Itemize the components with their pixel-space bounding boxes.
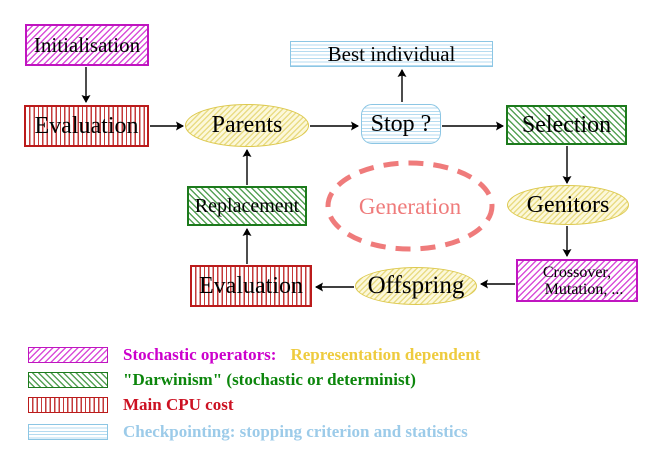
node-stop-test: Stop ? — [361, 104, 441, 144]
legend-swatch-cyan-stripes — [28, 424, 108, 440]
node-genitors: Genitors — [507, 185, 629, 225]
node-offspring: Offspring — [355, 267, 477, 305]
crossover-line1: Crossover, — [542, 263, 612, 281]
legend-label-cpu-cost: Main CPU cost — [123, 395, 234, 414]
node-parents: Parents — [185, 104, 309, 147]
node-evaluation-top: Evaluation — [24, 105, 149, 147]
node-evaluation-bottom: Evaluation — [190, 265, 312, 307]
legend-label-checkpointing: Checkpointing: stopping criterion and st… — [123, 422, 468, 441]
legend-label-stochastic-part1: Stochastic operators: — [123, 345, 277, 364]
node-best-individual: Best individual — [290, 41, 493, 67]
crossover-line2: Mutation, ... — [544, 280, 624, 298]
node-crossover-mutation: Crossover, Mutation, ... — [516, 259, 638, 302]
legend-swatch-green-hatch — [28, 372, 108, 388]
node-replacement: Replacement — [187, 186, 307, 226]
legend-label-darwinism: "Darwinism" (stochastic or determinist) — [123, 370, 416, 389]
generation-cycle-label: Generation — [358, 194, 462, 219]
legend-label-stochastic: Stochastic operators: Representation depe… — [123, 345, 480, 365]
legend-swatch-red-stripes — [28, 397, 108, 413]
legend-label-stochastic-part2: Representation dependent — [290, 345, 481, 364]
node-selection: Selection — [506, 105, 627, 145]
node-initialisation: Initialisation — [25, 24, 149, 66]
legend-swatch-magenta-hatch — [28, 347, 108, 363]
